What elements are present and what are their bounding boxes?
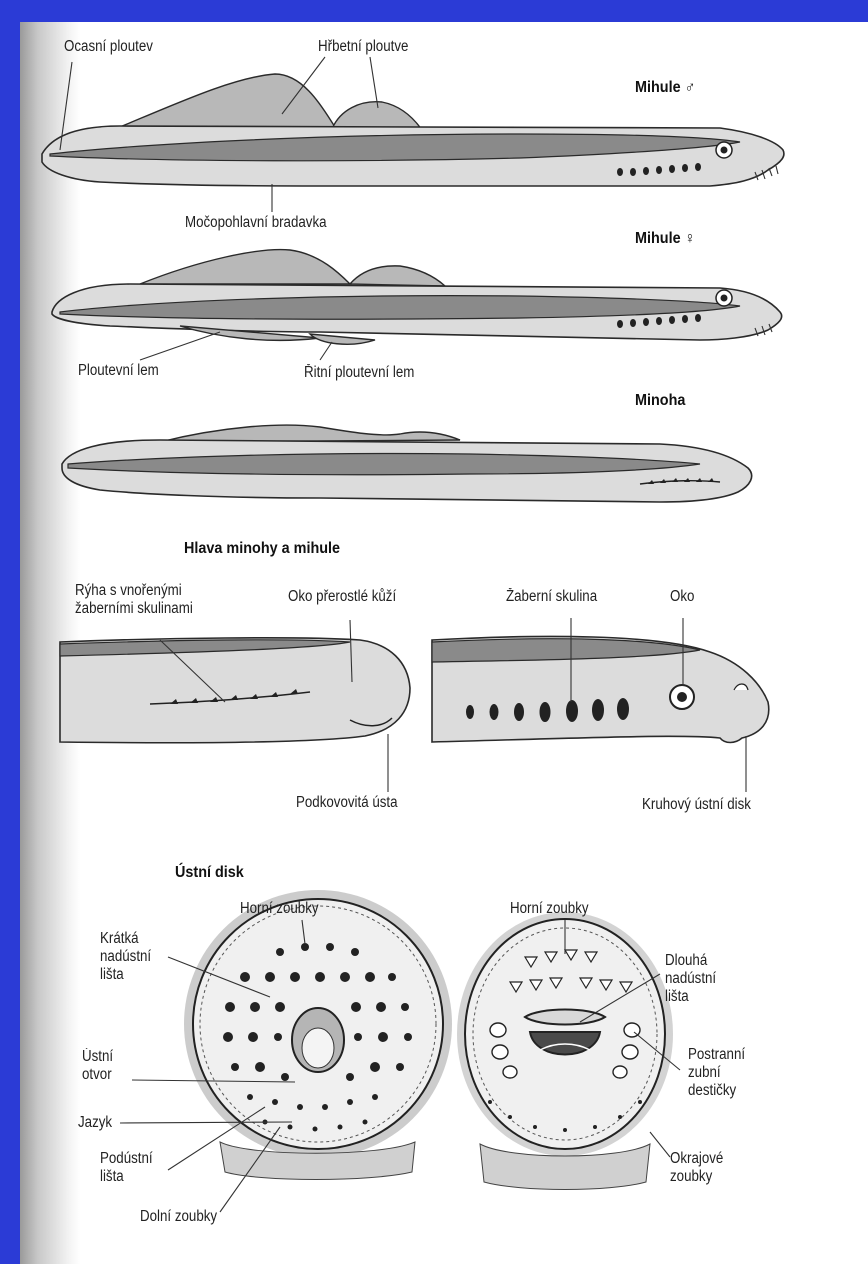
label-anal-fin-fold: Řitní ploutevní lem (304, 364, 414, 382)
label-lateral-plates-3: destičky (688, 1082, 736, 1100)
label-lateral-plates-1: Postranní (688, 1046, 745, 1064)
label-gill-slit: Žaberní skulina (506, 588, 597, 606)
label-long-ridge-1: Dlouhá (665, 952, 707, 970)
label-lateral-plates-2: zubní (688, 1064, 721, 1082)
label-tongue: Jazyk (78, 1114, 112, 1132)
label-skin-covered-eye: Oko přerostlé kůží (288, 588, 396, 606)
label-long-ridge-2: nadústní (665, 970, 716, 988)
label-fin-fold: Ploutevní lem (78, 362, 159, 380)
label-short-ridge-1: Krátká (100, 930, 139, 948)
title-oral-disc: Ústní disk (175, 864, 244, 882)
label-lower-teeth: Dolní zoubky (140, 1208, 217, 1226)
label-mouth-opening-1: Ústní (82, 1048, 113, 1066)
title-brook-lamprey: Minoha (635, 392, 685, 410)
label-urogenital-papilla: Močopohlavní bradavka (185, 214, 327, 232)
label-left-upper-teeth: Horní zoubky (240, 900, 319, 918)
label-right-upper-teeth: Horní zoubky (510, 900, 589, 918)
brook-lamprey-oral-disc-drawing (120, 890, 452, 1212)
label-short-ridge-3: lišta (100, 966, 124, 984)
label-marginal-teeth-1: Okrajové (670, 1150, 723, 1168)
brook-lamprey-drawing (62, 425, 752, 502)
lamprey-head-drawing (432, 618, 769, 792)
title-female-lamprey: Mihule ♀ (635, 230, 695, 248)
title-male-lamprey: Mihule ♂ (635, 79, 695, 97)
label-marginal-teeth-2: zoubky (670, 1168, 712, 1186)
brook-lamprey-head-drawing (60, 620, 410, 792)
label-long-ridge-3: lišta (665, 988, 689, 1006)
lamprey-illustration (20, 22, 868, 1264)
book-page: Ocasní ploutev Hřbetní ploutve Mihule ♂ … (20, 22, 868, 1264)
label-eye: Oko (670, 588, 694, 606)
label-groove-line2: žaberními skulinami (75, 600, 193, 618)
label-oral-disc: Kruhový ústní disk (642, 796, 751, 814)
female-lamprey-drawing (52, 250, 782, 360)
label-mouth-opening-2: otvor (82, 1066, 112, 1084)
label-tail-fin: Ocasní ploutev (64, 38, 153, 56)
lamprey-oral-disc-drawing (457, 912, 680, 1190)
label-horseshoe-mouth: Podkovovitá ústa (296, 794, 398, 812)
label-sub-ridge-1: Podústní (100, 1150, 153, 1168)
label-sub-ridge-2: lišta (100, 1168, 124, 1186)
label-short-ridge-2: nadústní (100, 948, 151, 966)
label-groove-line1: Rýha s vnořenými (75, 582, 182, 600)
label-dorsal-fins: Hřbetní ploutve (318, 38, 408, 56)
title-heads: Hlava minohy a mihule (184, 540, 340, 558)
